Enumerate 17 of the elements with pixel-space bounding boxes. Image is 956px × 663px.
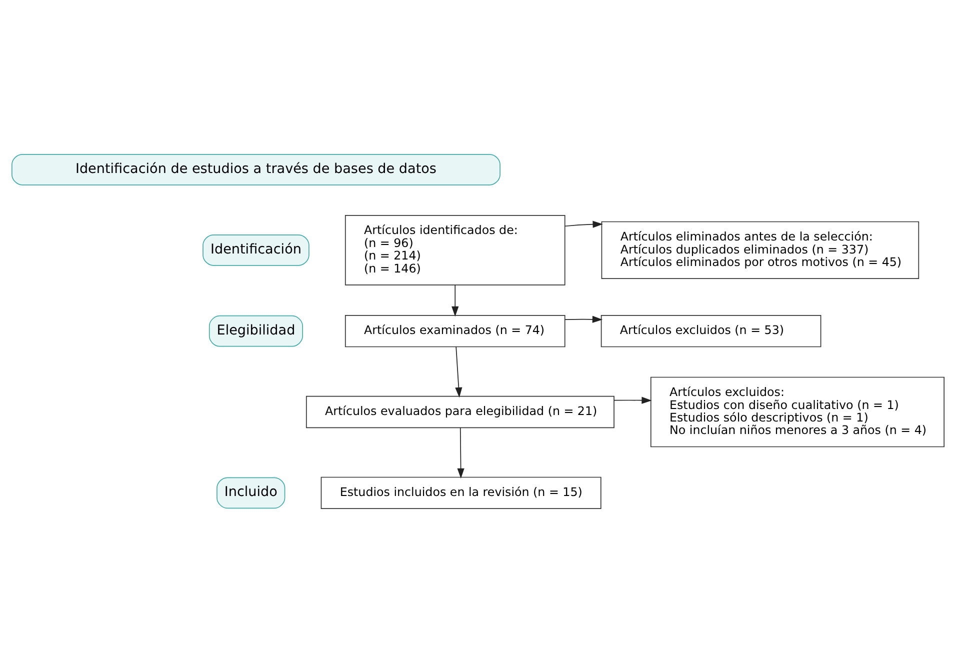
node-box: Identificación de estudios a través de bases de datos [12,154,500,186]
arrow [455,346,462,398]
node-box: Artículos eliminados antes de la selección: Artículos duplicados eliminados (n = 337) Artículos eliminados por otros motivos (n = 45) [601,221,920,279]
arrow [564,316,603,323]
arrow [614,396,652,404]
arrow [452,284,459,317]
node-box: Estudios incluidos en la revisión (n = 15) [320,476,602,510]
node-box: Incluido [216,477,286,509]
node-box: Artículos excluidos (n = 53) [600,314,822,348]
arrow [457,427,464,479]
node-box: Identificación [202,234,310,266]
node-box: Artículos examinados (n = 74) [344,314,566,348]
node-box: Artículos evaluados para elegibilidad (n = 21) [306,396,614,428]
node-box: Elegibilidad [208,315,303,347]
node-box: Artículos identificados de: (n = 96) (n = 214) (n = 146) [344,214,566,286]
node-box: Artículos excluidos: Estudios con diseño cualitativo (n = 1) Estudios sólo descriptivos (n = 1) No incluían niños menores a 3 años (n = 4) [650,376,944,448]
arrow [564,220,603,228]
